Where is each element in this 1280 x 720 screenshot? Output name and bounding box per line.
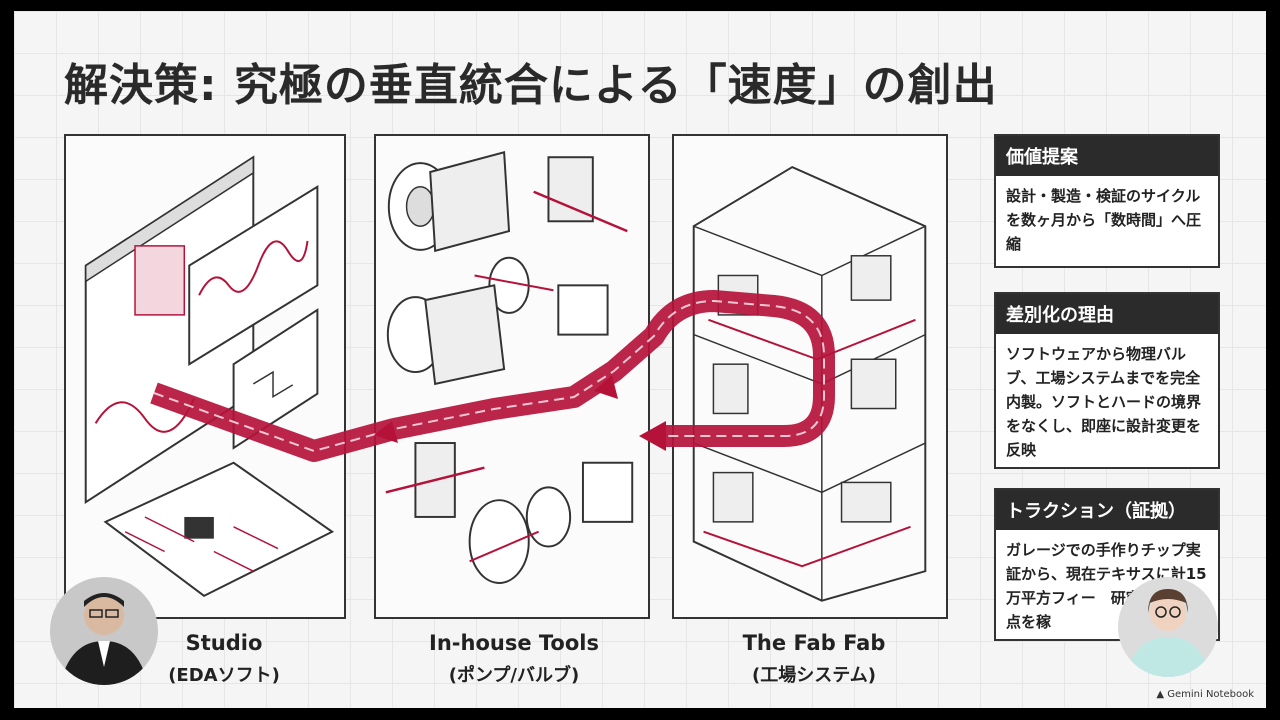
gemini-notebook-badge: ▲ Gemini Notebook — [1156, 689, 1254, 700]
box-value-proposition: 価値提案 設計・製造・検証のサイクルを数ヶ月から「数時間」へ圧縮 — [994, 134, 1220, 268]
panel-in-house-tools — [374, 134, 650, 619]
gemini-notebook-icon: ▲ — [1156, 689, 1165, 700]
tools-illustration — [385, 151, 634, 584]
watermark-text: Gemini Notebook — [1167, 689, 1254, 700]
box-body: 設計・製造・検証のサイクルを数ヶ月から「数時間」へ圧縮 — [1006, 187, 1202, 253]
box-body: ソフトウェアから物理バルブ、工場システムまでを完全内製。ソフトとハードの境界をな… — [1006, 345, 1202, 459]
caption-fab-title: The Fab Fab — [742, 631, 886, 655]
studio-illustration — [84, 155, 335, 597]
caption-studio: Studio (EDAソフト) — [124, 631, 324, 687]
box-heading: 価値提案 — [996, 136, 1218, 176]
caption-fab-sub: (工場システム) — [752, 665, 876, 686]
caption-tools-sub: (ポンプ/バルブ) — [448, 665, 580, 686]
caption-studio-title: Studio — [185, 631, 263, 655]
box-heading: トラクション（証拠） — [996, 490, 1218, 530]
participant-video-right — [1118, 577, 1218, 677]
caption-tools-title: In-house Tools — [429, 631, 599, 655]
box-differentiation: 差別化の理由 ソフトウェアから物理バルブ、工場システムまでを完全内製。ソフトとハ… — [994, 292, 1220, 469]
slide: 解決策: 究極の垂直統合による「速度」の創出 — [14, 11, 1266, 708]
panel-studio — [64, 134, 346, 619]
box-heading: 差別化の理由 — [996, 294, 1218, 334]
caption-fab-fab: The Fab Fab (工場システム) — [694, 631, 934, 687]
box-traction: トラクション（証拠） ガレージでの手作りチップ実証から、現在テキサスに計15万平… — [994, 488, 1220, 641]
panel-fab-fab — [672, 134, 948, 619]
caption-in-house-tools: In-house Tools (ポンプ/バルブ) — [394, 631, 634, 687]
slide-title: 解決策: 究極の垂直統合による「速度」の創出 — [64, 60, 998, 111]
caption-studio-sub: (EDAソフト) — [168, 665, 280, 686]
participant-video-left — [50, 577, 158, 685]
fab-illustration — [692, 165, 927, 602]
